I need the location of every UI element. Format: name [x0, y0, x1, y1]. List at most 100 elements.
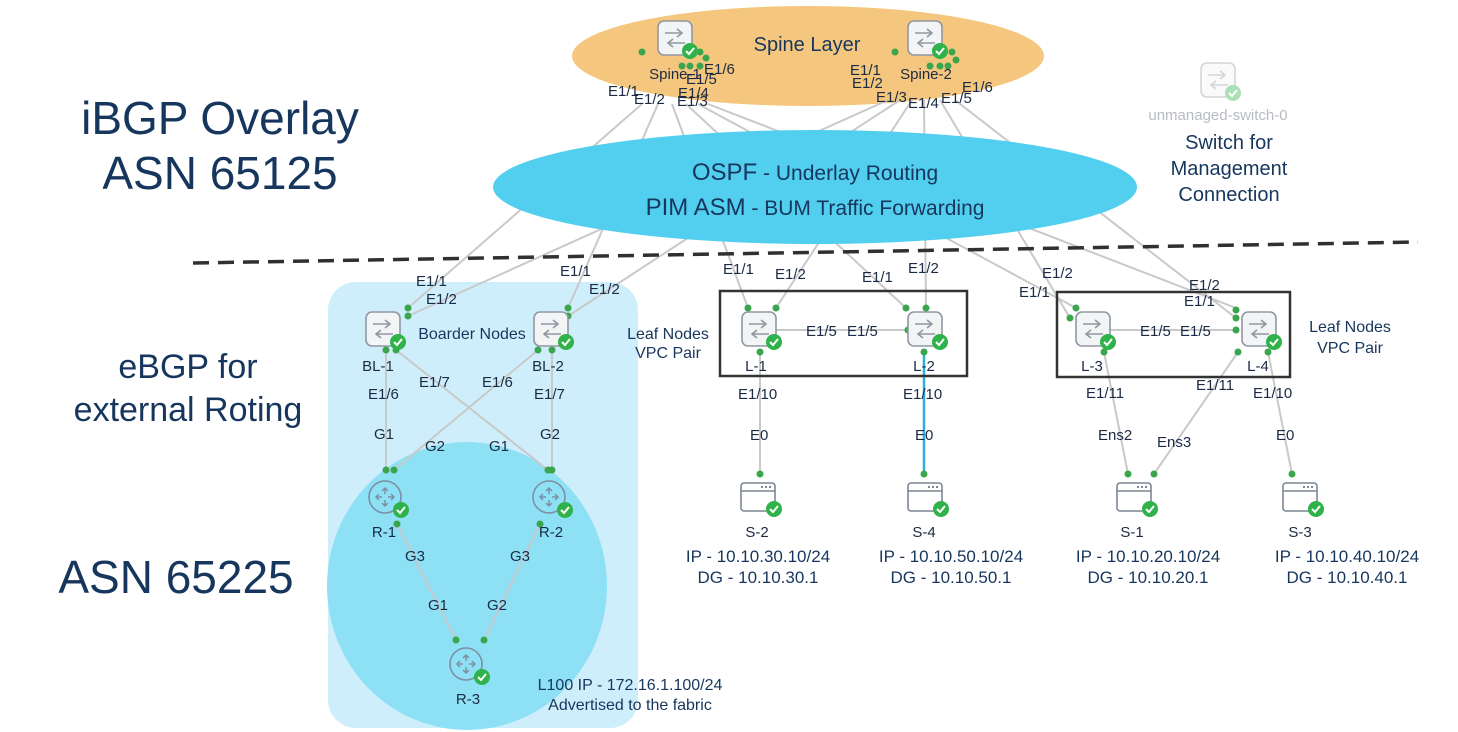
mgmt-caption-line3: Connection — [1178, 184, 1279, 206]
port-label: G1 — [489, 438, 509, 455]
leaf-vpc-pair-left-box — [718, 289, 969, 378]
unmanaged-switch-name: unmanaged-switch-0 — [1148, 107, 1287, 124]
bl-1-label: BL-1 — [362, 358, 394, 375]
l-2-switch-icon[interactable] — [907, 311, 949, 351]
l-4-switch-icon[interactable] — [1241, 311, 1283, 351]
border-nodes-label: Boarder Nodes — [418, 326, 526, 343]
port-label: E1/2 — [775, 266, 806, 283]
overlay-title-line1: iBGP Overlay — [81, 92, 359, 144]
s-3-dg: DG - 10.10.40.1 — [1287, 568, 1408, 587]
port-label: E1/1 — [1019, 284, 1050, 301]
s-4-ip: IP - 10.10.50.10/24 — [879, 547, 1023, 566]
port-label: E1/4 — [908, 95, 939, 112]
bl-2-switch-icon[interactable] — [533, 311, 575, 351]
port-label: E1/10 — [738, 386, 777, 403]
mgmt-caption-line2: Management — [1171, 158, 1288, 180]
port-label: G2 — [425, 438, 445, 455]
port-label: Ens2 — [1098, 427, 1132, 444]
s-1-dg: DG - 10.10.20.1 — [1088, 568, 1209, 587]
l-3-label: L-3 — [1081, 358, 1103, 375]
s-4-label: S-4 — [912, 524, 935, 541]
port-label: E1/10 — [903, 386, 942, 403]
port-label: E1/2 — [634, 91, 665, 108]
unmanaged-switch-icon[interactable] — [1200, 62, 1242, 102]
leaf-vpc-pair-right-box — [1055, 290, 1292, 379]
port-label: E1/2 — [1189, 277, 1220, 294]
port-labels: E1/1 E1/2 E1/3 E1/4 E1/5 E1/6 E1/1 E1/2 … — [368, 61, 1294, 614]
port-label: E1/5 — [806, 323, 837, 340]
port-label: G2 — [487, 597, 507, 614]
port-label: E1/5 — [941, 90, 972, 107]
spine-2-switch-icon[interactable] — [907, 20, 949, 60]
s-3-ip: IP - 10.10.40.10/24 — [1275, 547, 1419, 566]
asn-external-title: ASN 65225 — [58, 551, 293, 603]
port-label: E1/6 — [368, 386, 399, 403]
port-label: E1/7 — [419, 374, 450, 391]
s-3-label: S-3 — [1288, 524, 1311, 541]
port-label: E1/7 — [534, 386, 565, 403]
pim-label: PIM ASM - BUM Traffic Forwarding — [646, 194, 985, 221]
s-1-label: S-1 — [1120, 524, 1143, 541]
port-label: E1/2 — [908, 260, 939, 277]
s-2-dg: DG - 10.10.30.1 — [698, 568, 819, 587]
port-label: E1/11 — [1196, 377, 1234, 394]
l-1-switch-icon[interactable] — [741, 311, 783, 351]
port-label: E1/10 — [1253, 385, 1292, 402]
s-2-server-icon[interactable] — [740, 482, 783, 518]
port-label: E1/5 — [686, 71, 717, 88]
port-label: E1/2 — [1042, 265, 1073, 282]
spine-layer-label: Spine Layer — [754, 34, 861, 56]
r-1-label: R-1 — [372, 524, 396, 541]
external-title-line2: external Roting — [74, 391, 303, 429]
r-3-advertised-note: Advertised to the fabric — [548, 697, 712, 714]
s-2-ip: IP - 10.10.30.10/24 — [686, 547, 830, 566]
l-3-switch-icon[interactable] — [1075, 311, 1117, 351]
port-label: E1/5 — [1180, 323, 1211, 340]
port-label: E1/11 — [1086, 385, 1124, 402]
s-3-server-icon[interactable] — [1282, 482, 1325, 518]
r-3-loopback-ip: L100 IP - 172.16.1.100/24 — [538, 677, 723, 694]
l-1-label: L-1 — [745, 358, 767, 375]
port-label: E1/2 — [852, 75, 883, 92]
leaf-right-label-line1: Leaf Nodes — [1309, 319, 1391, 336]
port-label: E1/6 — [962, 79, 993, 96]
bl-1-switch-icon[interactable] — [365, 311, 407, 351]
mgmt-caption-line1: Switch for — [1185, 132, 1273, 154]
s-4-server-icon[interactable] — [907, 482, 950, 518]
overlay-title-line2: ASN 65125 — [102, 147, 337, 199]
port-label: G2 — [540, 426, 560, 443]
port-label: G3 — [510, 548, 530, 565]
port-label: E1/1 — [1184, 293, 1215, 310]
spine-2-label: Spine-2 — [900, 66, 952, 83]
port-label: E1/4 — [678, 85, 709, 102]
port-label: E1/5 — [1140, 323, 1171, 340]
port-label: E1/6 — [704, 61, 735, 78]
external-title-line1: eBGP for — [118, 348, 257, 386]
l-2-label: L-2 — [913, 358, 935, 375]
r-3-label: R-3 — [456, 691, 480, 708]
leaf-left-label-line1: Leaf Nodes — [627, 326, 709, 343]
port-label: E1/3 — [876, 89, 907, 106]
port-label: G1 — [374, 426, 394, 443]
ospf-label: OSPF - Underlay Routing — [692, 159, 938, 186]
port-label: E1/1 — [723, 261, 754, 278]
underlay-area — [493, 130, 1137, 244]
port-label: G1 — [428, 597, 448, 614]
port-label: E1/1 — [850, 62, 881, 79]
leaf-right-label-line2: VPC Pair — [1317, 340, 1383, 357]
s-4-dg: DG - 10.10.50.1 — [891, 568, 1012, 587]
s-1-server-icon[interactable] — [1116, 482, 1159, 518]
overlay-divider — [192, 240, 1419, 265]
port-label: E0 — [750, 427, 768, 444]
port-label: E1/1 — [560, 263, 591, 280]
spine-1-switch-icon[interactable] — [657, 20, 699, 60]
port-label: E1/1 — [416, 273, 447, 290]
port-label: G3 — [405, 548, 425, 565]
spine-1-label: Spine-1 — [649, 66, 701, 83]
port-label: Ens3 — [1157, 434, 1191, 451]
port-label: E1/6 — [482, 374, 513, 391]
port-label: E1/2 — [426, 291, 457, 308]
port-label: E1/2 — [589, 281, 620, 298]
port-label: E0 — [915, 427, 933, 444]
